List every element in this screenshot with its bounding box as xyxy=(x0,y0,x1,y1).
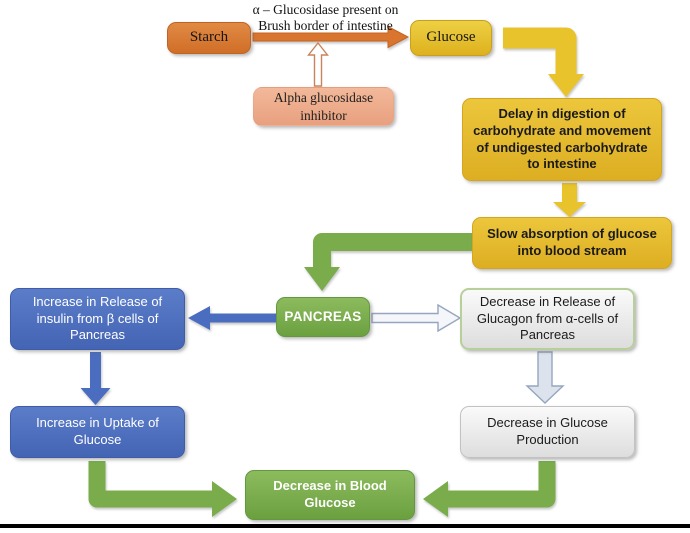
node-glucose-label: Glucose xyxy=(426,29,476,46)
node-blood-glucose: Decrease in Blood Glucose xyxy=(245,470,415,520)
arrow-insulin-to-uptake xyxy=(80,352,111,405)
node-insulin-release-label: Increase in Release of insulin from β ce… xyxy=(32,294,163,343)
reaction-label-line1: α – Glucosidase present on xyxy=(252,2,399,17)
node-glucose: Glucose xyxy=(410,20,492,56)
arrow-glucose-to-delay xyxy=(503,27,584,97)
node-glucose-uptake: Increase in Uptake of Glucose xyxy=(10,406,185,458)
arrow-pancreas-to-insulin xyxy=(188,306,276,330)
node-starch-label: Starch xyxy=(189,29,229,46)
arrow-slow-absorption-to-pancreas xyxy=(304,233,472,291)
node-pancreas-label: PANCREAS xyxy=(284,309,362,325)
node-alpha-glucosidase-inhibitor-label: Alpha glucosidase inhibitor xyxy=(273,90,374,123)
node-starch: Starch xyxy=(167,22,251,54)
node-delay-in-digestion: Delay in digestion of carbohydrate and m… xyxy=(462,98,662,181)
node-alpha-glucosidase-inhibitor: Alpha glucosidase inhibitor xyxy=(253,87,394,126)
node-delay-in-digestion-label: Delay in digestion of carbohydrate and m… xyxy=(473,106,651,172)
node-insulin-release: Increase in Release of insulin from β ce… xyxy=(10,288,185,350)
arrow-inhibitor-to-reaction xyxy=(307,41,329,87)
node-glucose-uptake-label: Increase in Uptake of Glucose xyxy=(36,415,159,447)
arrow-delay-to-slow-absorption xyxy=(553,183,586,217)
node-glucose-production-label: Decrease in Glucose Production xyxy=(487,415,608,447)
node-slow-absorption-label: Slow absorption of glucose into blood st… xyxy=(487,226,657,258)
bottom-border-line xyxy=(0,524,690,528)
arrow-production-to-blood-glucose xyxy=(423,461,556,517)
node-glucagon-release: Decrease in Release of Glucagon from α-c… xyxy=(460,288,635,350)
node-blood-glucose-label: Decrease in Blood Glucose xyxy=(273,478,387,510)
node-glucose-production: Decrease in Glucose Production xyxy=(460,406,635,458)
arrow-starch-to-glucose xyxy=(252,25,410,49)
arrow-glucagon-to-production xyxy=(525,351,565,404)
arrow-pancreas-to-glucagon xyxy=(371,303,462,333)
node-pancreas: PANCREAS xyxy=(276,297,370,337)
node-slow-absorption: Slow absorption of glucose into blood st… xyxy=(472,217,672,269)
reaction-label-line2: Brush border of intestine xyxy=(258,18,393,33)
reaction-label: α – Glucosidase present on Brush border … xyxy=(233,2,418,34)
arrow-uptake-to-blood-glucose xyxy=(88,461,237,517)
node-glucagon-release-label: Decrease in Release of Glucagon from α-c… xyxy=(476,294,619,343)
